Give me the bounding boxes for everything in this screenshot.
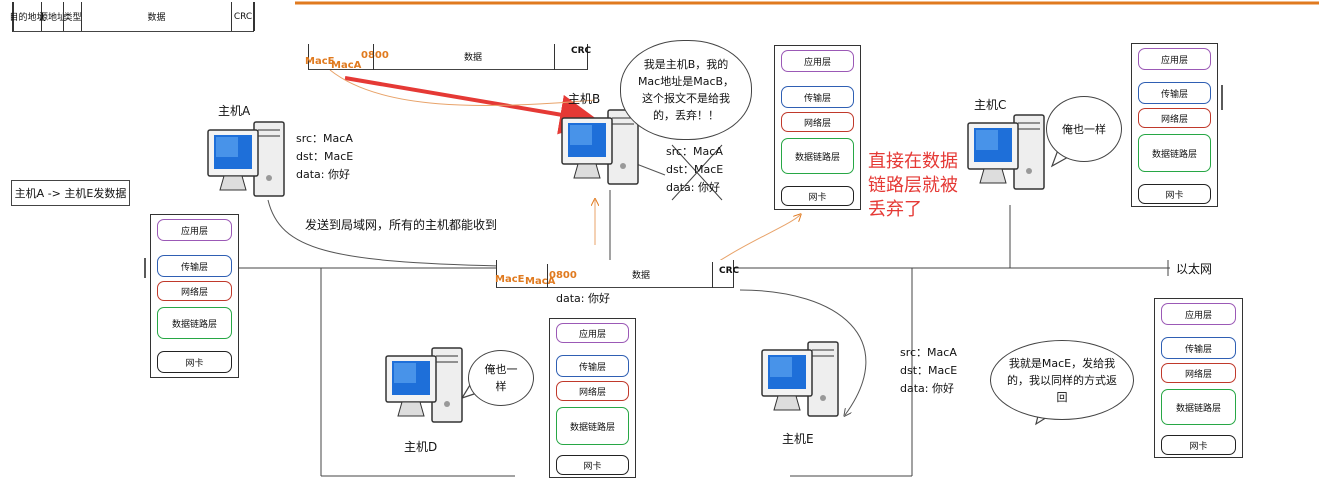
task-label: 主机A -> 主机E发数据	[11, 180, 130, 206]
bus-data-label: 数据	[632, 271, 651, 281]
host-b-layer-nic: 网卡	[781, 186, 854, 206]
host-d-layer-nic: 网卡	[556, 455, 629, 475]
frame-cell-data: 数据	[81, 2, 231, 31]
ethernet-label: 以太网	[1176, 262, 1213, 276]
host-b-info: src：MacA dst：MacE data: 你好	[666, 143, 723, 197]
host-b-layer-transport: 传输层	[781, 86, 854, 108]
packet-frame-bus: MacE MacA 0800 数据 CRC	[495, 260, 739, 288]
host-a-layer-network: 网络层	[157, 281, 232, 301]
broadcast-note: 发送到局域网，所有的主机都能收到	[305, 218, 498, 232]
host-e-data: data: 你好	[900, 382, 954, 395]
host-a-data: data: 你好	[296, 168, 350, 181]
host-e-computer-icon	[760, 340, 840, 420]
bus-crc-label: CRC	[719, 266, 740, 276]
host-a-label: 主机A	[218, 104, 251, 118]
host-a-info: src：MacA dst：MacE data: 你好	[296, 130, 353, 184]
host-e-label: 主机E	[782, 432, 814, 446]
host-b-layer-link: 数据链路层	[781, 138, 854, 174]
host-e-stack: 应用层 传输层 网络层 数据链路层 网卡	[1154, 298, 1243, 458]
host-b-dst: dst：MacE	[666, 163, 724, 176]
host-d-layer-app: 应用层	[556, 323, 629, 343]
host-b-computer-icon	[560, 108, 640, 188]
frame-tag-src: MacA	[331, 60, 362, 71]
host-b-layer-app: 应用层	[781, 50, 854, 72]
host-a-layer-nic: 网卡	[157, 351, 232, 373]
host-a-src: src：MacA	[296, 132, 353, 145]
host-d-stack: 应用层 传输层 网络层 数据链路层 网卡	[549, 318, 636, 478]
bus-data-text: data: 你好	[556, 292, 610, 305]
bus-tag-dst: MacE	[495, 274, 525, 285]
drop-note: 直接在数据链路层就被丢弃了	[868, 151, 958, 220]
host-c-bubble: 俺也一样	[1046, 96, 1122, 162]
host-e-info: src：MacA dst：MacE data: 你好	[900, 344, 957, 398]
host-c-layer-network: 网络层	[1138, 108, 1211, 128]
host-a-computer-icon	[206, 120, 286, 200]
packet-frame-top: MacE MacA 0800 数据 CRC	[305, 44, 592, 71]
host-a-stack: 应用层 传输层 网络层 数据链路层 网卡	[150, 214, 239, 378]
host-c-layer-transport: 传输层	[1138, 82, 1211, 104]
host-b-stack: 应用层 传输层 网络层 数据链路层 网卡	[774, 45, 861, 210]
host-d-layer-link: 数据链路层	[556, 407, 629, 445]
host-b-label: 主机B	[568, 92, 601, 106]
bus-tag-type: 0800	[549, 270, 577, 281]
frame-data-label: 数据	[464, 53, 483, 63]
bus-tag-src: MacA	[525, 276, 556, 287]
host-b-data: data: 你好	[666, 181, 720, 194]
host-c-computer-icon	[966, 113, 1046, 193]
frame-tag-dst: MacE	[305, 56, 335, 67]
host-d-computer-icon	[384, 346, 464, 426]
host-c-layer-app: 应用层	[1138, 48, 1211, 70]
host-a-layer-app: 应用层	[157, 219, 232, 241]
frame-cell-type: 类型	[63, 2, 82, 31]
host-e-layer-transport: 传输层	[1161, 337, 1236, 359]
host-e-layer-network: 网络层	[1161, 363, 1236, 383]
host-c-layer-nic: 网卡	[1138, 184, 1211, 204]
host-a-dst: dst：MacE	[296, 150, 354, 163]
red-arrow	[344, 76, 600, 135]
frame-format-header: 目的地址 源地址 类型 数据 CRC	[10, 2, 255, 32]
host-b-bubble: 我是主机B，我的Mac地址是MacB，这个报文不是给我的，丢弃！！	[620, 40, 752, 140]
frame-crc-label: CRC	[571, 46, 592, 56]
host-b-layer-network: 网络层	[781, 112, 854, 132]
host-d-bubble: 俺也一样	[468, 350, 534, 406]
host-e-src: src：MacA	[900, 346, 957, 359]
host-c-label: 主机C	[974, 98, 1007, 112]
host-a-layer-link: 数据链路层	[157, 307, 232, 339]
frame-cell-dst-addr: 目的地址	[10, 2, 46, 31]
host-e-layer-link: 数据链路层	[1161, 389, 1236, 425]
host-d-layer-network: 网络层	[556, 381, 629, 401]
host-a-layer-transport: 传输层	[157, 255, 232, 277]
host-c-stack: 应用层 传输层 网络层 数据链路层 网卡	[1131, 43, 1218, 207]
host-d-label: 主机D	[404, 440, 438, 454]
frame-cell-crc: CRC	[231, 2, 255, 31]
host-e-layer-app: 应用层	[1161, 303, 1236, 325]
host-c-layer-link: 数据链路层	[1138, 134, 1211, 172]
host-e-bubble: 我就是MacE，发给我的，我以同样的方式返回	[990, 340, 1134, 420]
host-e-dst: dst：MacE	[900, 364, 958, 377]
host-b-src: src：MacA	[666, 145, 723, 158]
host-d-layer-transport: 传输层	[556, 355, 629, 377]
frame-tag-type: 0800	[361, 50, 389, 61]
host-e-layer-nic: 网卡	[1161, 435, 1236, 455]
frame-cell-src-addr: 源地址	[39, 2, 66, 31]
